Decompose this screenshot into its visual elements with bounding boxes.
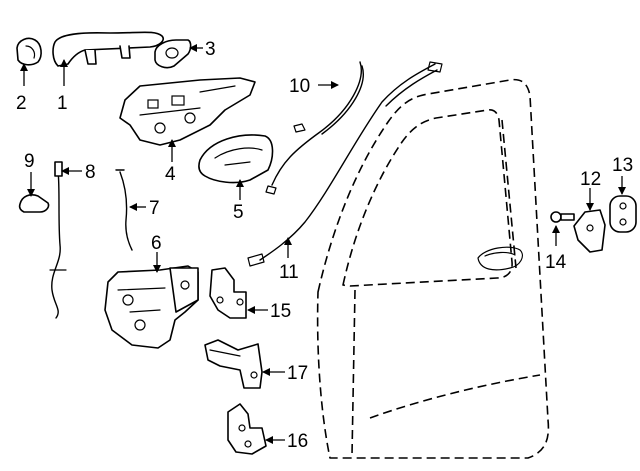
leader-lines [20,44,626,444]
part-handle-seal [154,39,192,69]
callout-8: 8 [85,162,96,183]
part-lock-rod [115,169,133,251]
callout-7: 7 [149,198,160,219]
callout-16: 16 [287,431,308,452]
part-inside-handle-cable [265,61,364,195]
callout-5: 5 [233,202,244,223]
door-outline [316,78,550,459]
part-door-latch [104,265,199,349]
part-lower-hinge [227,403,267,455]
part-upper-hinge [209,267,247,319]
callout-17: 17 [287,363,308,384]
part-outside-handle-cable [247,61,443,267]
callout-13: 13 [612,155,633,176]
callout-9: 9 [24,151,35,172]
callout-2: 2 [16,93,27,114]
callout-14: 14 [545,252,567,273]
part-inside-handle [198,134,274,184]
callout-10: 10 [289,76,310,97]
part-handle-frame [119,77,256,146]
part-rod-clip [18,194,50,213]
callout-3: 3 [205,39,216,60]
part-door-check [204,339,263,389]
callout-11: 11 [279,262,299,283]
part-outside-handle [52,31,165,67]
part-door-striker [573,209,606,253]
callout-15: 15 [270,301,291,322]
part-striker-shim [609,195,637,233]
callout-6: 6 [151,233,162,254]
callout-1: 1 [57,93,68,114]
callout-12: 12 [580,169,601,190]
part-handle-cap [16,37,42,66]
callout-4: 4 [165,164,176,185]
part-lock-cable [49,161,67,319]
part-striker-bolt [550,211,575,223]
